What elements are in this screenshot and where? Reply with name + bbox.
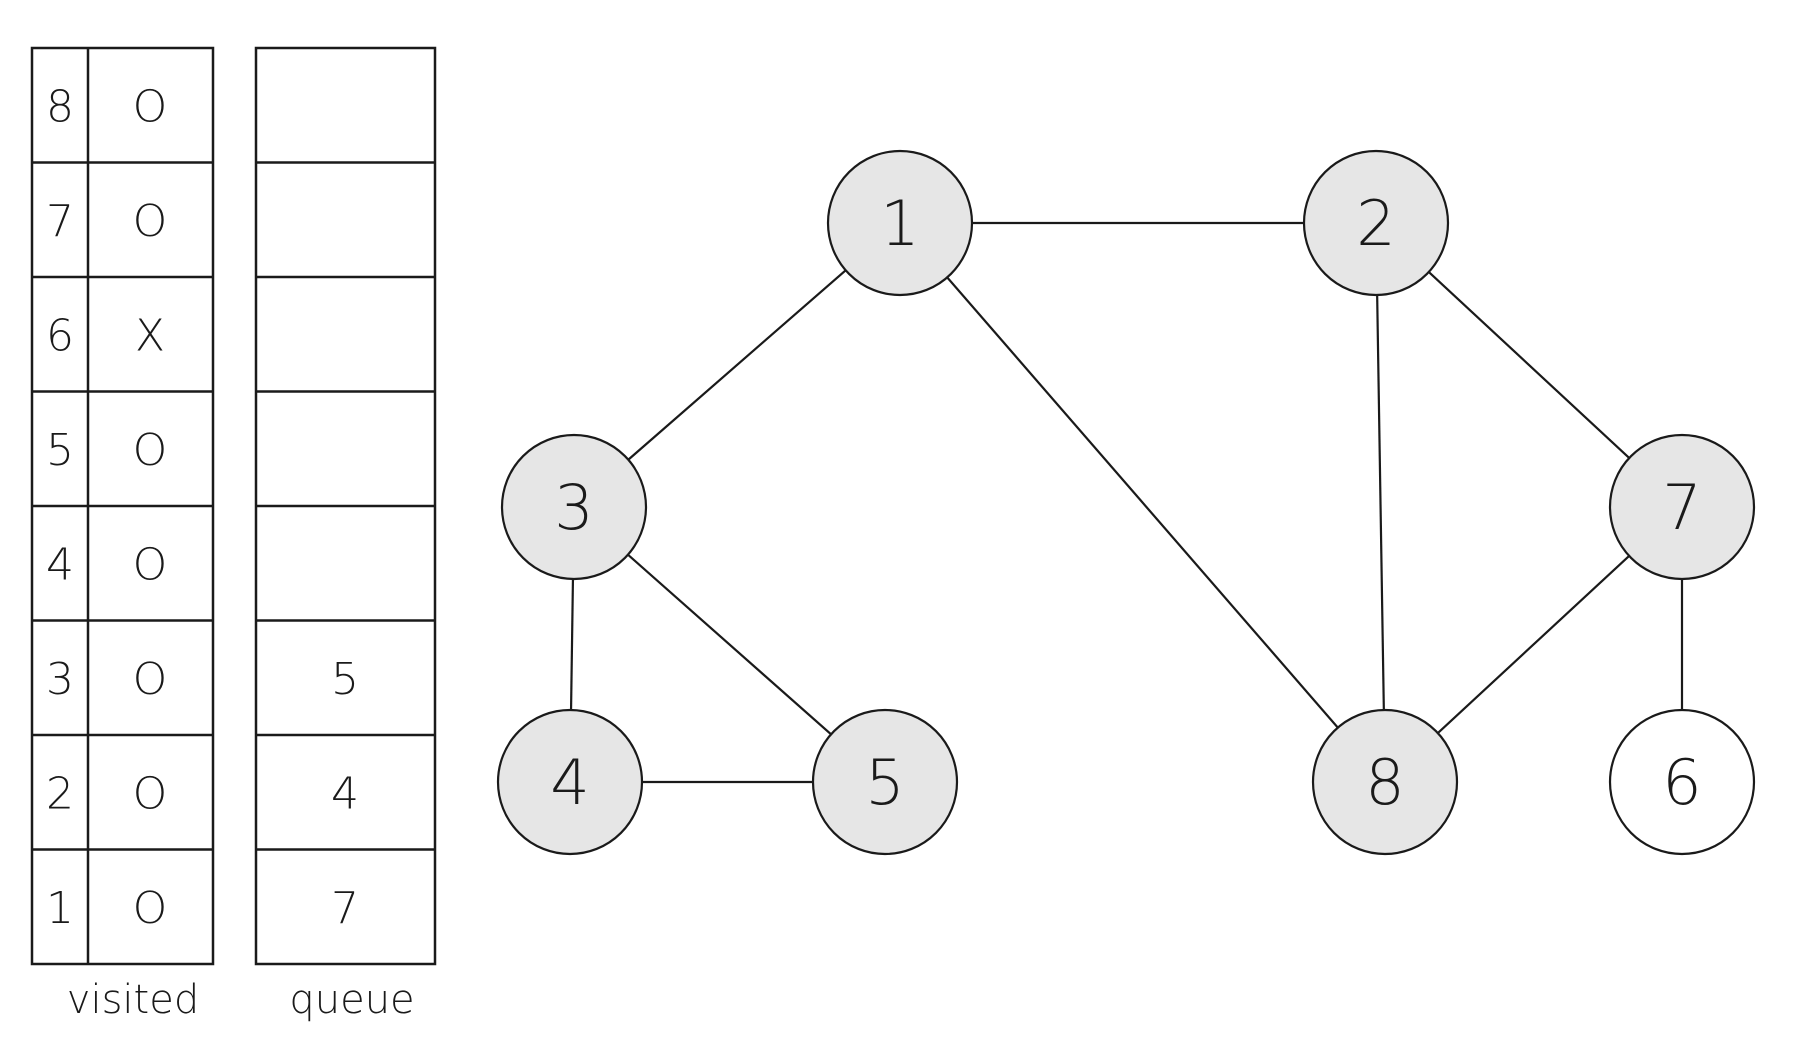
node-4: 4: [496, 708, 644, 856]
node-label: 5: [865, 746, 904, 819]
visited-row-value: O: [133, 81, 168, 132]
queue-cell: 5: [331, 654, 359, 705]
visited-row-value: O: [133, 196, 168, 247]
node-circle: [826, 149, 974, 297]
node-circle: [1608, 708, 1756, 856]
node-circle: [1608, 433, 1756, 581]
node-label: 7: [1662, 471, 1701, 544]
visited-row-index: 1: [46, 883, 74, 934]
node-8: 8: [1311, 708, 1459, 856]
visited-row-index: 7: [46, 196, 74, 247]
visited-row-index: 6: [46, 310, 74, 361]
edge-2-8: [1374, 222, 1387, 783]
visited-row-index: 2: [46, 768, 74, 819]
visited-row-index: 8: [46, 81, 74, 132]
visited-row-value: O: [133, 539, 168, 590]
node-label: 6: [1662, 746, 1701, 819]
visited-row-value: O: [133, 654, 168, 705]
node-7: 7: [1608, 433, 1756, 581]
node-label: 4: [550, 746, 589, 819]
node-circle: [500, 433, 648, 581]
visited-row-value: O: [133, 883, 168, 934]
visited-row-value: O: [133, 768, 168, 819]
visited-row-value: O: [133, 425, 168, 476]
visited-row-index: 4: [46, 539, 74, 590]
node-1: 1: [826, 149, 974, 297]
graph-edges: [568, 221, 1684, 784]
node-label: 3: [554, 471, 593, 544]
visited-row-index: 3: [46, 654, 74, 705]
visited-caption: visited: [67, 977, 199, 1023]
graph-nodes: 1 2 3 4 5 6 7 8: [496, 149, 1756, 856]
node-5: 5: [811, 708, 959, 856]
node-label: 2: [1356, 187, 1395, 260]
node-6: 6: [1608, 708, 1756, 856]
queue-cell: 4: [331, 768, 359, 819]
queue-table: 5 4 7 queue: [254, 46, 437, 1023]
node-label: 1: [880, 187, 919, 260]
node-3: 3: [500, 433, 648, 581]
node-2: 2: [1302, 149, 1450, 297]
edge-1-8: [899, 222, 1386, 783]
visited-row-value: X: [135, 310, 165, 361]
graph: 1 2 3 4 5 6 7 8: [496, 149, 1756, 856]
queue-cell: 7: [331, 883, 359, 934]
node-circle: [811, 708, 959, 856]
node-circle: [1302, 149, 1450, 297]
node-label: 8: [1365, 746, 1404, 819]
node-circle: [496, 708, 644, 856]
queue-caption: queue: [289, 977, 414, 1023]
visited-row-index: 5: [46, 425, 74, 476]
node-circle: [1311, 708, 1459, 856]
